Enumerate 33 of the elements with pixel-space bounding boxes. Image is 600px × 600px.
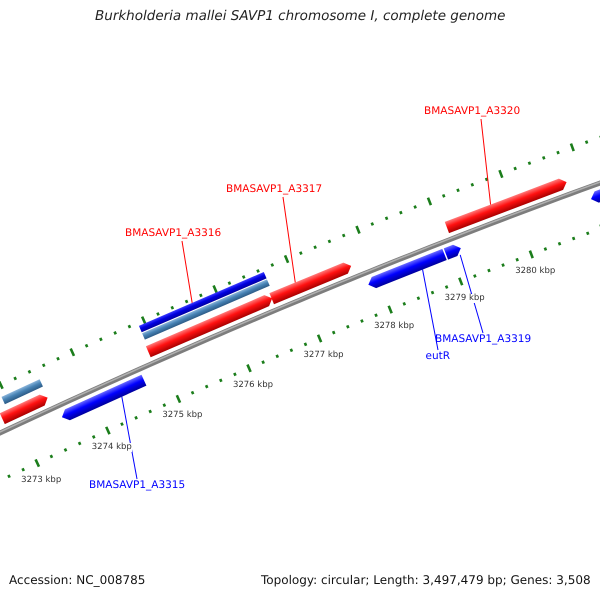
gene-bar (142, 279, 270, 340)
gene-label: BMASAVP1_A3319 (435, 334, 532, 346)
gene-label: BMASAVP1_A3315 (89, 480, 186, 492)
gene-label: eutR (426, 351, 450, 363)
gene-bar (269, 262, 352, 304)
gene-bar (591, 189, 600, 203)
gene-bar (0, 394, 48, 424)
scale-label: 3273 kbp (21, 476, 62, 485)
title: Burkholderia mallei SAVP1 chromosome I, complete genome (95, 9, 506, 24)
gene-label: BMASAVP1_A3317 (226, 184, 322, 196)
gene-label: BMASAVP1_A3320 (424, 106, 520, 118)
gene-bar (1, 379, 43, 404)
gene-bar (444, 244, 461, 260)
scale-label: 3280 kbp (515, 266, 556, 276)
scale-label: 3275 kbp (162, 411, 202, 421)
gene-bar (146, 295, 272, 358)
leader-line (121, 396, 138, 480)
leader-line (422, 269, 438, 350)
gene-bar (62, 374, 146, 420)
footer-text: Topology: circular; Length: 3,497,479 bp; Genes: 3,508 (261, 574, 591, 588)
scale-label: 3279 kbp (444, 294, 485, 304)
gene-bar (368, 248, 447, 288)
gene-bar (444, 178, 567, 234)
scale-label: 3274 kbp (92, 443, 132, 452)
scale-label: 3278 kbp (374, 322, 414, 332)
leader-line (282, 196, 296, 283)
leader-line (460, 254, 484, 334)
gene-label: BMASAVP1_A3316 (125, 228, 222, 240)
gene-bar (138, 272, 267, 332)
scale-label: 3277 kbp (304, 350, 344, 360)
leader-line (480, 118, 492, 206)
scale-label: 3276 kbp (232, 380, 273, 390)
footer-text: Accession: NC_008785 (9, 574, 146, 588)
